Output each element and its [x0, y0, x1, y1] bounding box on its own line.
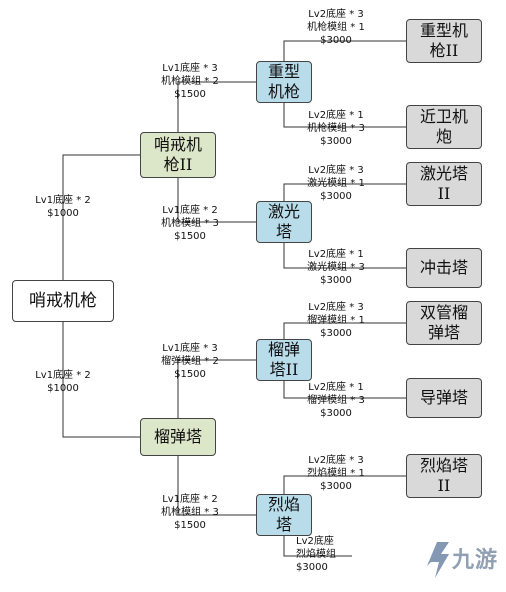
connector-l1a-branch-down	[177, 178, 256, 223]
node-impact-tower[interactable]: 冲击塔	[406, 248, 482, 288]
node-grenade-tower[interactable]: 榴弹塔	[140, 418, 216, 456]
node-sentry-gun[interactable]: 哨戒机枪	[12, 280, 114, 322]
connector-l2b2-down	[283, 536, 352, 557]
watermark-text: 九游	[452, 548, 499, 573]
node-flame-tower-ii[interactable]: 烈焰塔 II	[406, 454, 482, 498]
connector-l2a1-up	[283, 40, 406, 61]
cost-label-grenade-tower: Lv1底座 * 2$1000	[35, 370, 91, 394]
connector-root-branch-down	[62, 322, 140, 438]
node-heavy-machine-gun-ii[interactable]: 重型机 枪II	[406, 19, 482, 63]
connector-l2a2-up	[283, 183, 406, 201]
node-laser-tower[interactable]: 激光 塔	[256, 201, 312, 243]
connector-l2b2-up	[283, 475, 406, 494]
node-heavy-machine-gun[interactable]: 重型 机枪	[256, 61, 312, 103]
connector-l1b-branch-down	[177, 456, 256, 516]
node-sentry-gun-ii[interactable]: 哨戒机 枪II	[140, 132, 216, 178]
connector-l2b1-up	[283, 322, 406, 339]
connector-root-branch-up	[62, 154, 140, 280]
nine-game-logo-icon	[405, 528, 505, 588]
node-guard-cannon[interactable]: 近卫机 炮	[406, 105, 482, 149]
node-missile-tower[interactable]: 导弹塔	[406, 378, 482, 418]
connector-l2b1-down	[283, 381, 406, 399]
node-flame-tower[interactable]: 烈焰 塔	[256, 494, 312, 536]
connector-l2a2-down	[283, 243, 406, 269]
connector-l1b-branch-up	[177, 359, 256, 418]
node-grenade-tower-ii[interactable]: 榴弹 塔II	[256, 339, 312, 381]
cost-label-sentry-gun-ii: Lv1底座 * 2$1000	[35, 195, 91, 219]
cost-label-flame-tower-branch-partial: Lv2底座烈焰模组$3000	[296, 536, 336, 573]
connector-l2a1-down	[283, 103, 406, 128]
connector-l1a-branch-up	[177, 81, 256, 132]
node-twin-grenade-tower[interactable]: 双管榴 弹塔	[406, 301, 482, 345]
node-laser-tower-ii[interactable]: 激光塔 II	[406, 162, 482, 206]
